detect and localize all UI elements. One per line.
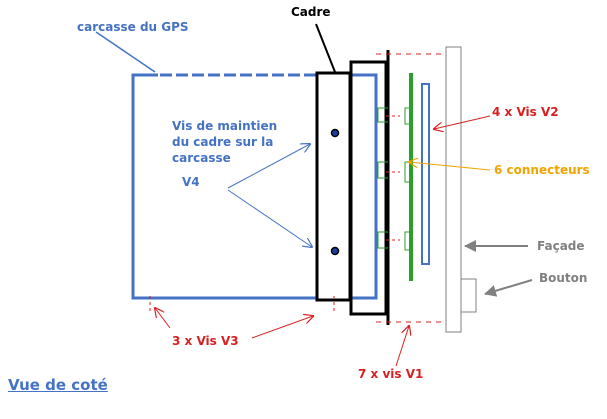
button-cap [460, 278, 477, 313]
v3-arrow-right [251, 316, 313, 339]
connectors-arrow [409, 162, 491, 171]
v3-screw-marks [149, 296, 335, 312]
frame-outer [349, 60, 388, 316]
facade-panel [445, 46, 462, 333]
v2-label: 4 x Vis V2 [492, 105, 559, 119]
v1-arrow [395, 326, 409, 367]
v3-label: 3 x Vis V3 [172, 334, 239, 348]
v4-arrow-bottom [227, 189, 312, 247]
v3-arrow-left [155, 308, 171, 329]
v1-label: 7 x vis V1 [358, 367, 423, 381]
v4-label: V4 [182, 175, 200, 189]
display-panel [421, 83, 430, 265]
retaining-screws-label-1: Vis de maintien [172, 119, 277, 133]
v4-screw-top [330, 128, 340, 138]
connectors-label: 6 connecteurs [494, 163, 590, 177]
v2-arrow [434, 115, 491, 129]
button-arrow [484, 279, 533, 297]
retaining-screws-label-3: carcasse [172, 151, 231, 165]
v4-arrow-top [227, 144, 310, 189]
button-label: Bouton [539, 271, 587, 285]
v4-screw-bottom [330, 246, 340, 256]
facade-label: Façade [537, 239, 585, 253]
frame-inner [315, 71, 352, 302]
frame-label: Cadre [291, 5, 331, 19]
view-caption: Vue de coté [8, 376, 108, 394]
connectors [377, 107, 411, 251]
retaining-screws-label-2: du cadre sur la [172, 135, 273, 149]
gps-casing-label: carcasse du GPS [77, 20, 189, 34]
frame-label-leader [315, 23, 336, 73]
casing-label-leader [95, 31, 156, 73]
gps-casing [131, 73, 378, 300]
